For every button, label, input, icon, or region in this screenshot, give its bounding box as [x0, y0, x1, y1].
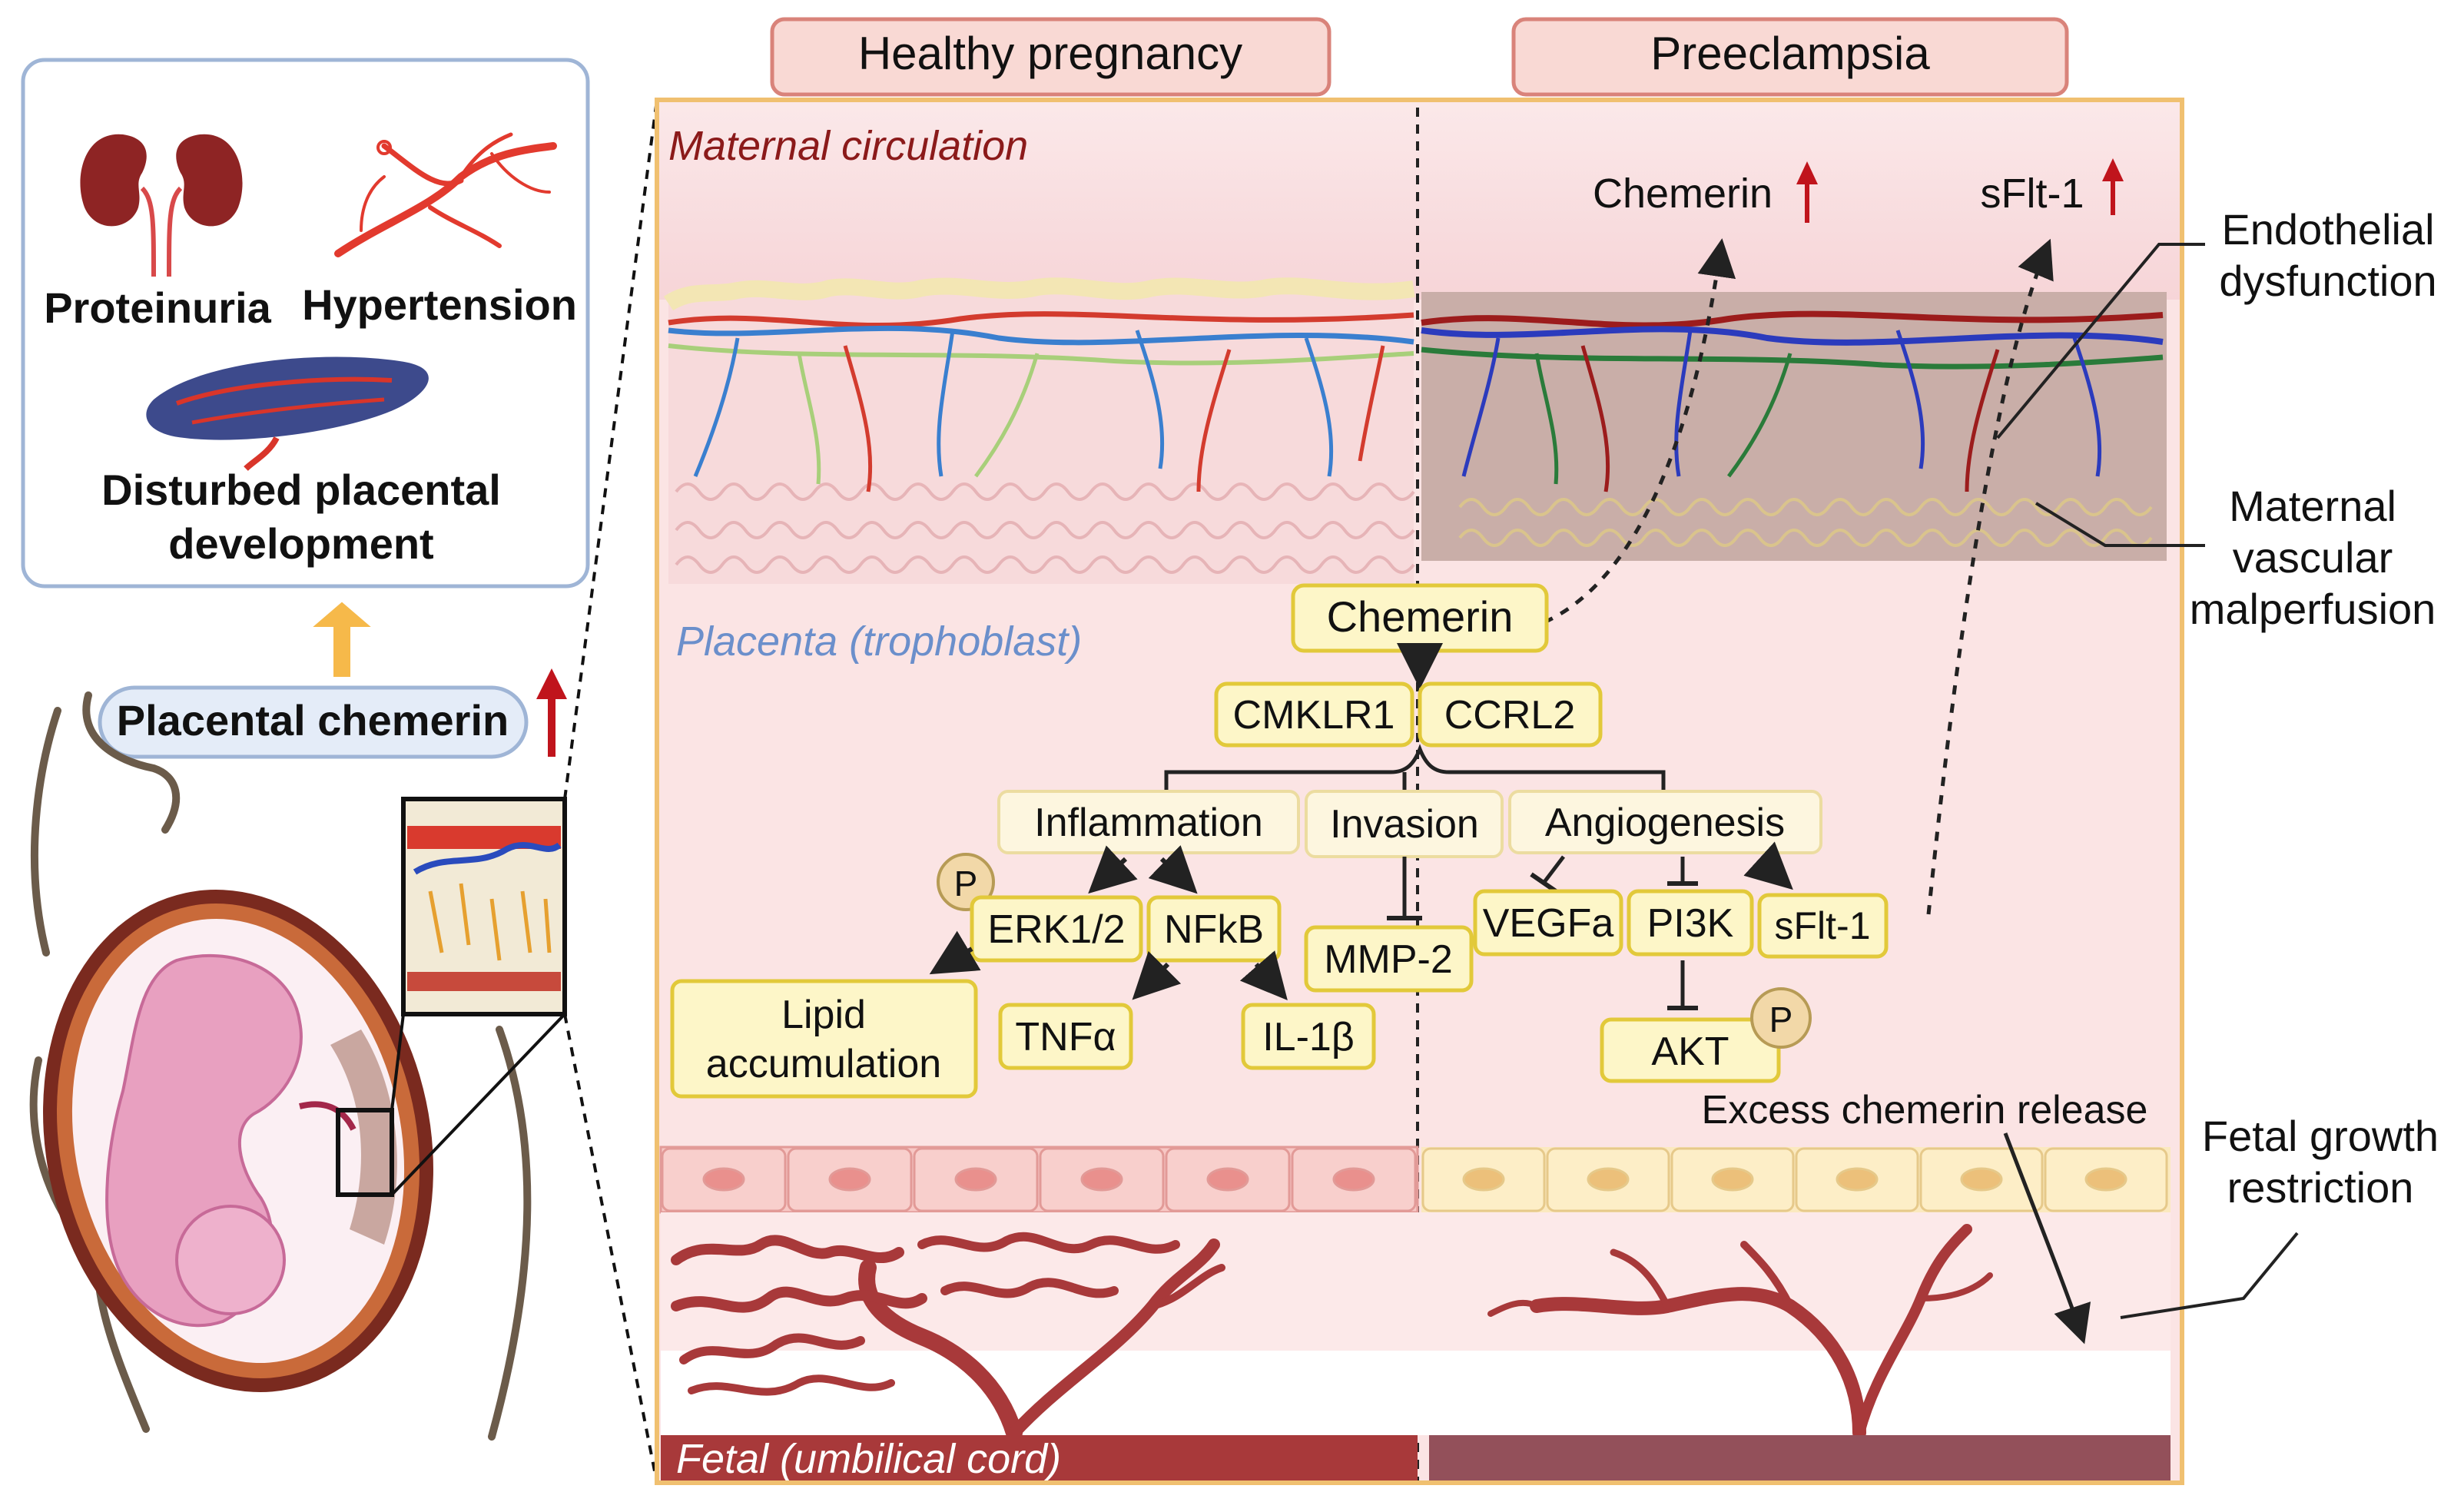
akt-phospho-label: P	[1769, 1000, 1793, 1039]
sflt1-box	[1757, 893, 1889, 959]
ccrl2-label: CCRL2	[1444, 693, 1576, 738]
pathway-bracket	[1164, 744, 1666, 791]
erk-box	[970, 895, 1143, 963]
arrow-to-nfkb	[1148, 845, 1198, 894]
cmklr1-label: CMKLR1	[1233, 693, 1395, 738]
sflt1-label: sFlt-1	[1775, 904, 1871, 947]
pi3k-box	[1627, 889, 1754, 957]
inflammation-label: Inflammation	[1034, 801, 1263, 845]
fgr-label-line2: restriction	[2227, 1163, 2414, 1212]
sflt1-up-arrow-icon	[2102, 158, 2124, 215]
lipid-label-line1: Lipid	[781, 993, 866, 1037]
akt-label: AKT	[1651, 1030, 1729, 1074]
angio-inhibit-vegfa-bar	[1530, 872, 1557, 894]
symptom-hypertension: Hypertension	[302, 280, 577, 329]
healthy-vessel-band	[663, 277, 1415, 584]
cmklr1-box	[1214, 681, 1414, 748]
arrow-to-il1b	[1239, 950, 1288, 1001]
pi3k-label: PI3K	[1647, 901, 1734, 946]
mvm-label-line1: Maternal	[2229, 482, 2396, 530]
mmp2-label: MMP-2	[1324, 937, 1453, 982]
released-sflt1-label: sFlt-1	[1981, 171, 2084, 217]
chemerin-up-arrow-icon	[1796, 161, 1818, 223]
preeclampsia-vessel-band	[1421, 292, 2167, 561]
arrow-to-lipid	[929, 930, 981, 975]
yellow-up-arrow-icon	[313, 602, 371, 677]
region-maternal-label: Maternal circulation	[668, 123, 1028, 169]
excess-release-arrow	[2003, 1132, 2091, 1345]
ccrl2-box	[1418, 681, 1603, 748]
fgr-pointer	[2120, 1232, 2299, 1319]
arrow-to-tnfa	[1132, 950, 1182, 1000]
header-preeclampsia: Preeclampsia	[1650, 28, 1930, 79]
fetal-zone-tint	[661, 1212, 2171, 1351]
header-preeclampsia-box	[1511, 17, 2069, 97]
lipid-box	[670, 979, 978, 1099]
vegfa-box	[1473, 889, 1623, 957]
symptom-disturbed-line1: Disturbed placental	[101, 466, 501, 514]
nfkb-box	[1146, 895, 1282, 963]
erk-phospho-label: P	[954, 864, 978, 904]
endothelial-label-line2: dysfunction	[2219, 257, 2436, 305]
erk-label: ERK1/2	[987, 907, 1125, 952]
sflt1-release-dashed-arrow	[1926, 238, 2054, 915]
healthy-fetal-vessels	[671, 1232, 1225, 1441]
blood-vessel-icon	[334, 132, 557, 257]
symptom-disturbed-line2: development	[168, 519, 433, 568]
mvm-label-line2: vascular	[2233, 533, 2393, 582]
mmp2-box	[1304, 925, 1474, 993]
endothelial-label-line1: Endothelial	[2221, 205, 2434, 254]
red-up-arrow-icon	[536, 668, 567, 757]
placenta-icon	[146, 356, 429, 471]
nfkb-label: NFkB	[1164, 907, 1264, 952]
region-placenta-label: Placenta (trophoblast)	[676, 618, 1082, 665]
angiogenesis-label: Angiogenesis	[1545, 801, 1785, 845]
angiogenesis-box	[1508, 790, 1822, 854]
fgr-label-line1: Fetal growth	[2202, 1112, 2439, 1160]
tissue-zoom-inset	[390, 99, 658, 1484]
region-fetal-label: Fetal (umbilical cord)	[676, 1436, 1061, 1482]
lipid-label-line2: accumulation	[706, 1042, 941, 1086]
header-healthy-box	[770, 17, 1331, 97]
chemerin-release-dashed-arrow	[1543, 238, 1736, 625]
healthy-cell-layer	[659, 1146, 1419, 1214]
angio-inhibit-vegfa-line	[1543, 855, 1565, 884]
akt-box	[1600, 1017, 1781, 1083]
tnfa-label: TNFα	[1015, 1015, 1116, 1059]
vegfa-label: VEGFa	[1483, 901, 1614, 946]
placental-chemerin-pill	[98, 685, 529, 759]
endothelial-pointer	[1996, 243, 2205, 439]
fetal-bar-healthy	[661, 1435, 1418, 1483]
kidney-icon	[80, 134, 243, 277]
chemerin-box-label: Chemerin	[1327, 592, 1514, 641]
preeclampsia-cell-layer	[1421, 1147, 2171, 1212]
uterus-fetus-illustration	[43, 890, 433, 1392]
mvm-label-line3: malperfusion	[2190, 585, 2436, 633]
symptom-proteinuria: Proteinuria	[44, 283, 271, 332]
mvm-pointer	[2035, 502, 2205, 547]
placental-chemerin-label: Placental chemerin	[117, 696, 509, 744]
arrow-to-sflt1	[1743, 841, 1793, 890]
fetal-bar-preeclampsia	[1429, 1435, 2171, 1483]
akt-phospho-badge	[1750, 987, 1812, 1049]
released-chemerin-label: Chemerin	[1593, 171, 1773, 217]
il1b-box	[1241, 1003, 1376, 1070]
maternal-zone	[657, 100, 2182, 300]
preeclampsia-fetal-vessels	[1487, 1224, 1993, 1440]
il1b-label: IL-1β	[1262, 1015, 1355, 1059]
arrow-to-erk	[1088, 845, 1138, 894]
excess-release-label: Excess chemerin release	[1702, 1088, 2148, 1132]
tnfa-box	[998, 1003, 1133, 1070]
invasion-label: Invasion	[1330, 802, 1479, 847]
header-healthy: Healthy pregnancy	[858, 28, 1242, 79]
main-panel-border	[655, 98, 2184, 1485]
